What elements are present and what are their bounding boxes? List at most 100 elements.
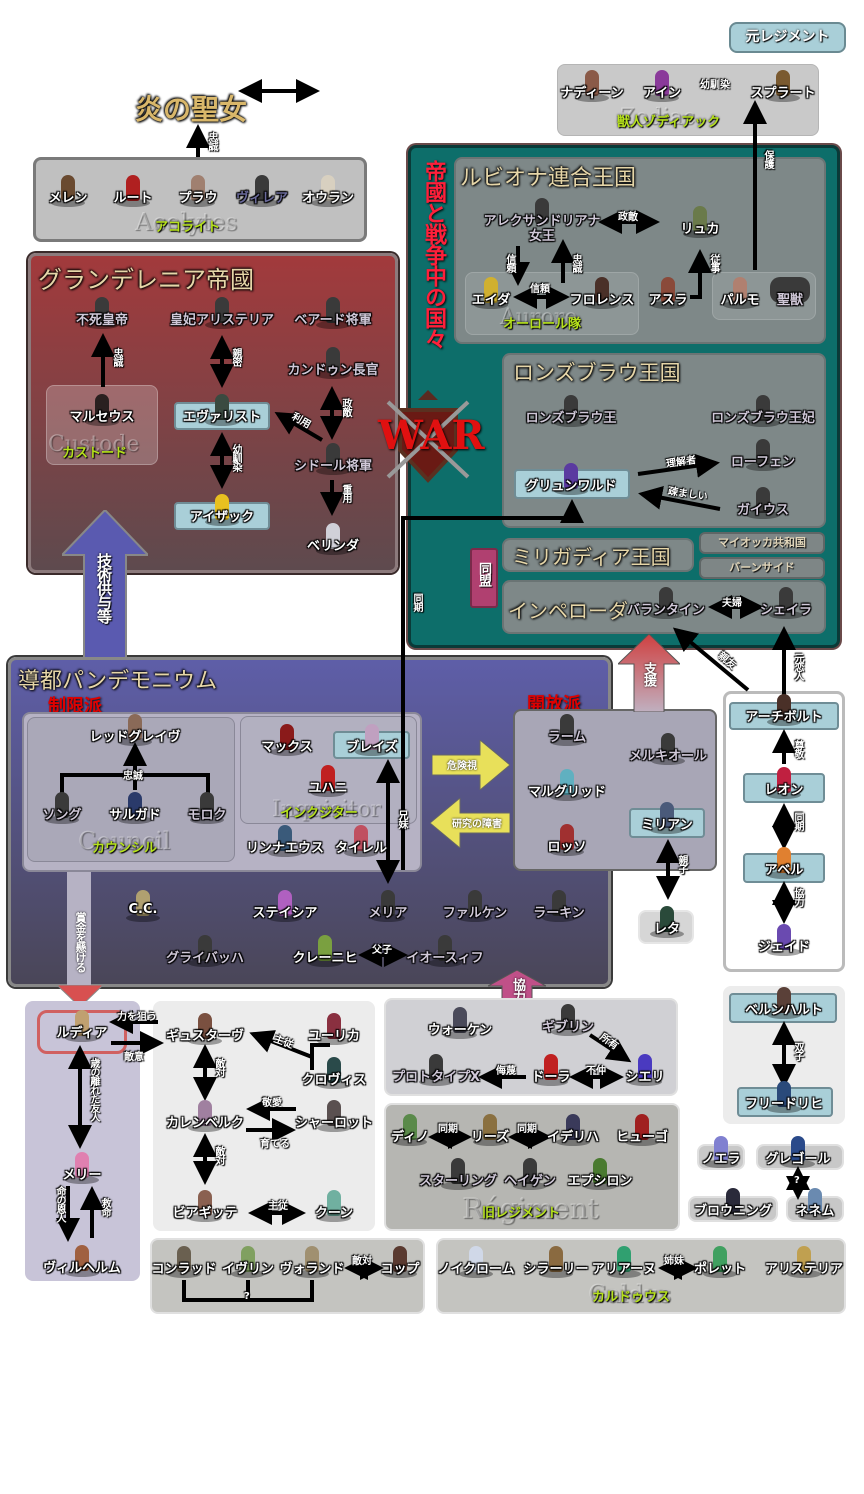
gustav-sprite	[198, 1013, 212, 1039]
oulan-sprite	[321, 175, 335, 201]
belinda-name: ベリンダ	[306, 539, 359, 554]
prototype-x-name: プロトタイプX	[391, 1070, 481, 1085]
rel-sync-dino: 同期	[438, 1124, 458, 1135]
eida-sprite	[484, 277, 498, 303]
melchior-sprite	[661, 733, 675, 759]
palmo-name: パルモ	[720, 293, 760, 308]
iosif-sprite	[438, 935, 452, 961]
margrid-name: マルグリッド	[527, 785, 606, 800]
jade-sprite	[777, 924, 791, 950]
war-nations-banner: 帝國と戦争中の国々	[421, 160, 447, 349]
rel-love: 敬愛	[262, 1098, 282, 1109]
grybach-sprite	[198, 935, 212, 961]
rel-ex-lover: 元恋人	[792, 653, 803, 680]
kalenberg-sprite	[198, 1100, 212, 1126]
cc-sprite	[136, 890, 150, 916]
voland-name: ヴォランド	[279, 1262, 345, 1277]
plau-sprite	[191, 175, 205, 201]
millian-sprite	[660, 802, 674, 828]
rel-biagitte-master: 主従	[268, 1201, 288, 1212]
council-label: カウンシル	[92, 841, 158, 856]
florence-name: フロレンス	[569, 293, 635, 308]
rel-save-life: 救命	[99, 1198, 110, 1216]
rel-sync-leon: 同期	[792, 812, 803, 830]
grunwald-sprite	[564, 463, 578, 489]
rel-hostile: 敵意	[124, 1052, 144, 1063]
empire-title: グランデレニア帝國	[38, 266, 254, 294]
gaius-name: ガイウス	[736, 503, 789, 518]
meren-name: メレン	[48, 191, 88, 206]
ram-sprite	[560, 714, 574, 740]
maiokka-label: マイオッカ共和国	[718, 536, 806, 549]
meria-name: メリア	[368, 906, 408, 921]
tech-arrow	[59, 508, 151, 659]
meria-sprite	[381, 890, 395, 916]
heigen-name: ヘイゲン	[503, 1174, 556, 1189]
rel-kalen-enemy: 敵対	[213, 1146, 224, 1164]
acolytes-ghost: Acolytes	[135, 208, 238, 236]
zodiac-ghost: Zodiac	[620, 105, 696, 130]
emperor-name: 不死皇帝	[75, 313, 128, 328]
rel-raise: 育てる	[260, 1139, 290, 1150]
custode-ghost: Custode	[48, 432, 140, 457]
mary-name: メリー	[62, 1168, 102, 1183]
cooperate-label: 協力	[510, 978, 525, 1002]
noera-sprite	[714, 1136, 728, 1162]
rel-empire-child: 幼馴染	[230, 444, 241, 471]
walken-sprite	[453, 1007, 467, 1033]
yuhani-sprite	[321, 765, 335, 791]
rel-siblings: 兄妹	[396, 810, 407, 828]
ronzbrau-queen-sprite	[756, 395, 770, 421]
rel-respect: 尊敬	[792, 740, 803, 758]
epsilon-name: エプシロン	[567, 1174, 633, 1189]
max-sprite	[280, 724, 294, 750]
florence-sprite	[595, 277, 609, 303]
epsilon-sprite	[593, 1158, 607, 1184]
acolytes-label: アコライト	[155, 220, 221, 235]
salgad-name: サルガド	[109, 808, 161, 823]
vilea-sprite	[255, 175, 269, 201]
ain-name: アイン	[642, 86, 682, 101]
oulan-name: オウラン	[301, 191, 354, 206]
marseus-sprite	[95, 394, 109, 420]
alexandriana-name: アレクサンドリアナ	[483, 214, 601, 229]
restrict-faction: 制限派	[48, 696, 102, 717]
aurore-label: オーロール隊	[503, 317, 582, 332]
bounty-arrow-head	[55, 984, 105, 1008]
old-regiment-ghost: Régiment	[462, 1192, 599, 1225]
wilhelm-sprite	[75, 1245, 89, 1271]
stacia-name: ステイシア	[252, 906, 318, 921]
beard-sprite	[326, 297, 340, 323]
rel-zodiac-childhood: 幼馴染	[700, 80, 730, 91]
biagitte-sprite	[198, 1190, 212, 1216]
browning-name: ブロウニング	[693, 1204, 772, 1219]
rel-zodiac-protect: 保護	[762, 150, 773, 168]
pandemonium-title: 導都パンデモニウム	[18, 669, 218, 694]
rel-rubiona-loyal: 忠誠	[570, 254, 581, 272]
kuen-name: クーン	[314, 1206, 354, 1221]
hugo-sprite	[635, 1114, 649, 1140]
bernhardt-sprite	[777, 987, 791, 1013]
kandun-sprite	[326, 347, 340, 373]
kopp-name: コップ	[380, 1262, 420, 1277]
ain-sprite	[655, 70, 669, 96]
rinnaeus-sprite	[278, 825, 292, 851]
conrad-sprite	[177, 1246, 191, 1272]
falken-sprite	[468, 890, 482, 916]
ronzbrau-title: ロンズブラウ王国	[513, 361, 681, 385]
war-emblem: WAR	[378, 382, 485, 492]
nemu-name: ネネム	[795, 1204, 835, 1219]
leon-name: レオン	[764, 783, 804, 798]
grunwald-name: グリュンワルド	[525, 479, 617, 494]
root-sprite	[126, 175, 140, 201]
ideriha-sprite	[566, 1114, 580, 1140]
holy-beast-sprite	[770, 277, 810, 303]
beard-name: ベアード将軍	[294, 313, 372, 328]
maiokka-box: マイオッカ共和国	[699, 532, 825, 554]
gustav-name: ギュスターヴ	[165, 1029, 244, 1044]
sidor-sprite	[326, 443, 340, 469]
rel-rubiona-serve: 従事	[708, 254, 719, 272]
stacia-sprite	[278, 890, 292, 916]
max-name: マックス	[261, 740, 313, 755]
biagitte-name: ビアギッテ	[172, 1206, 238, 1221]
